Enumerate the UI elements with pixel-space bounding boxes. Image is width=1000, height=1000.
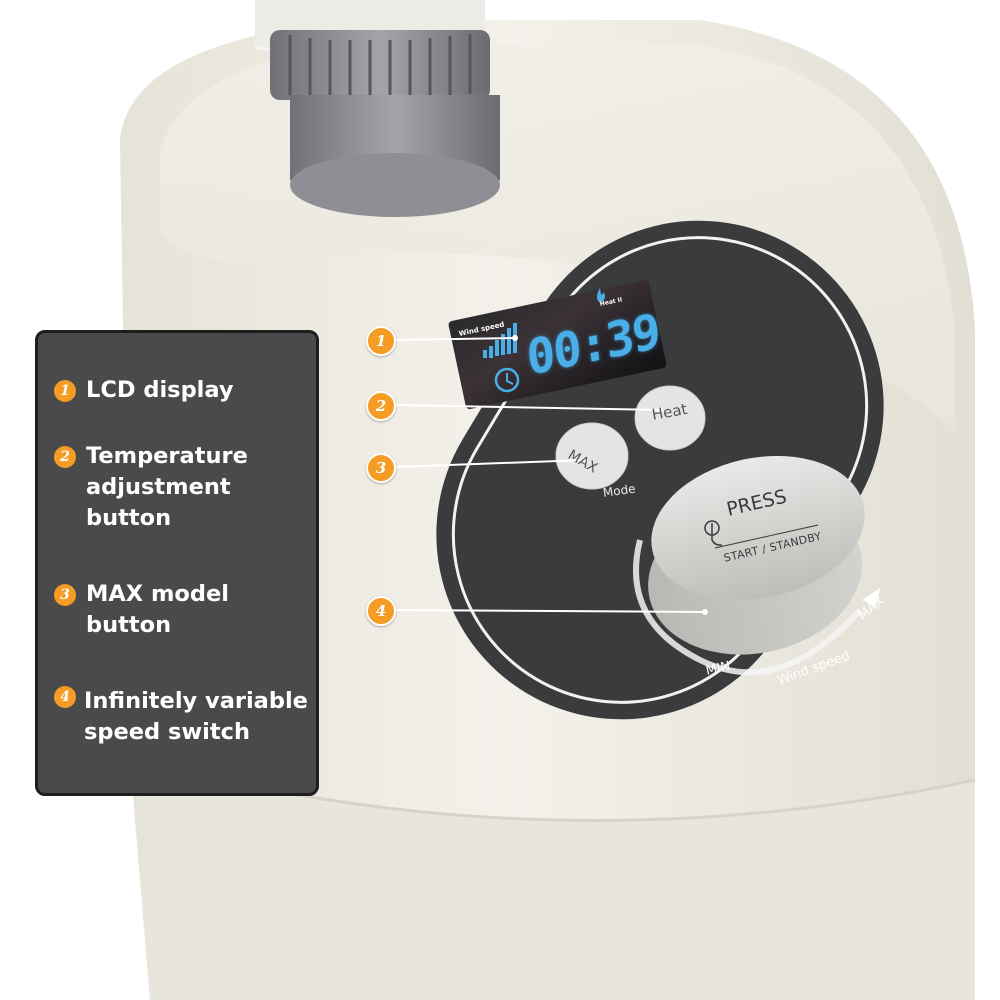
legend-number: 4 xyxy=(54,686,76,708)
feature-legend: 1 LCD display 2 Temperature adjustment b… xyxy=(35,330,319,796)
callout-3: 3 xyxy=(366,453,396,483)
legend-label: LCD display xyxy=(86,377,234,403)
hose-connector xyxy=(255,0,500,217)
callout-lines xyxy=(394,337,706,613)
legend-number: 2 xyxy=(54,446,76,468)
heat-button[interactable] xyxy=(634,385,706,451)
callout-2: 2 xyxy=(366,391,396,421)
clock-icon xyxy=(494,367,520,393)
callout-4: 4 xyxy=(366,596,396,626)
legend-number: 1 xyxy=(54,380,76,402)
callout-1: 1 xyxy=(366,326,396,356)
hand-press-icon xyxy=(704,520,723,546)
legend-number: 3 xyxy=(54,584,76,606)
speed-dial[interactable] xyxy=(633,437,878,674)
legend-label: Infinitely variable speed switch xyxy=(84,688,308,745)
legend-label: MAX model button xyxy=(86,581,229,638)
flame-icon xyxy=(597,288,605,303)
lcd-display xyxy=(448,279,667,410)
max-button[interactable] xyxy=(555,422,629,490)
legend-label: Temperature adjustment button xyxy=(86,443,248,531)
